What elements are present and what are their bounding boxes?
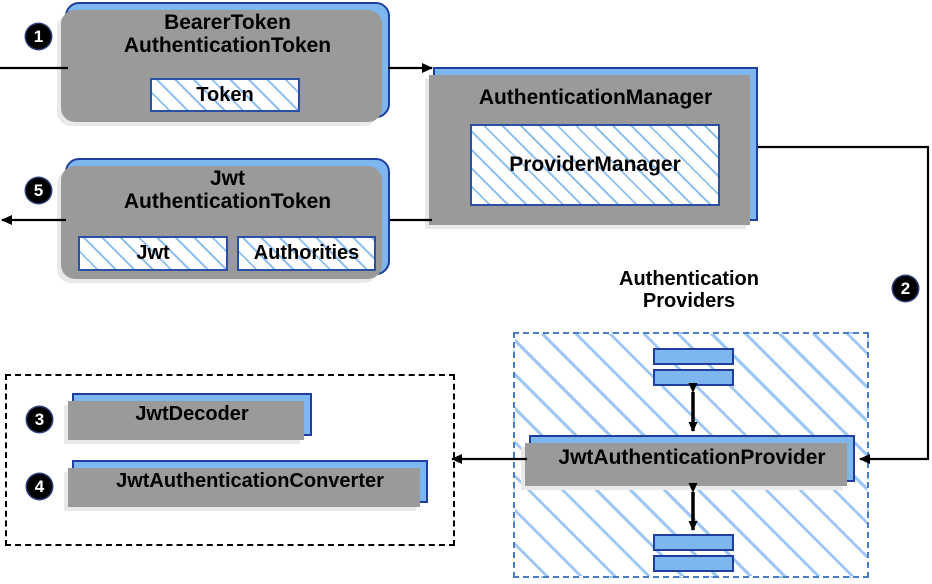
jwt-token-title-line1: Jwt — [209, 167, 245, 190]
node-jwt-authentication-provider: JwtAuthenticationProvider — [521, 435, 855, 490]
node-jwt-authentication-converter: JwtAuthenticationConverter — [64, 460, 428, 511]
bearer-token-title-line1: BearerToken — [164, 11, 291, 34]
badge-step-1: 1 — [26, 24, 51, 49]
provider-stack-bar-bottom-1 — [653, 534, 734, 551]
badge-step-3: 3 — [27, 407, 52, 432]
node-jwt-decoder: JwtDecoder — [64, 393, 312, 444]
jwt-authentication-converter-label: JwtAuthenticationConverter — [116, 469, 384, 492]
node-bearer-token-authentication-token: BearerToken AuthenticationToken — [57, 2, 390, 126]
bearer-token-title-line2: AuthenticationToken — [123, 33, 332, 57]
authentication-providers-caption: Authentication Providers — [573, 268, 805, 312]
subbox-authorities-label: Authorities — [253, 242, 360, 264]
subbox-jwt-label: Jwt — [136, 242, 170, 264]
badge-step-4-symbol: 4 — [34, 477, 45, 496]
authentication-manager-title: AuthenticationManager — [478, 86, 713, 109]
badge-step-2: 2 — [893, 276, 918, 301]
authentication-providers-caption-line1: Authentication — [619, 268, 759, 290]
subbox-jwt: Jwt — [78, 236, 228, 271]
badge-step-5: 5 — [26, 178, 51, 203]
authentication-providers-caption-line2: Providers — [642, 290, 736, 312]
subbox-provider-manager: ProviderManager — [470, 124, 720, 206]
jwt-token-title-line2: AuthenticationToken — [123, 189, 332, 213]
badge-step-3-symbol: 3 — [34, 410, 45, 429]
subbox-provider-manager-label: ProviderManager — [509, 153, 681, 176]
badge-step-4: 4 — [27, 474, 52, 499]
jwt-authentication-provider-label: JwtAuthenticationProvider — [558, 446, 826, 470]
subbox-authorities: Authorities — [237, 236, 376, 271]
badge-step-1-symbol: 1 — [33, 27, 44, 46]
badge-step-2-symbol: 2 — [900, 279, 911, 298]
provider-stack-bar-top-2 — [653, 369, 734, 386]
provider-stack-bar-top-1 — [653, 348, 734, 365]
subbox-token: Token — [150, 78, 300, 112]
provider-stack-bar-bottom-2 — [653, 555, 734, 572]
jwt-decoder-label: JwtDecoder — [135, 402, 249, 425]
badge-step-5-symbol: 5 — [33, 181, 44, 200]
subbox-token-label: Token — [196, 83, 254, 106]
